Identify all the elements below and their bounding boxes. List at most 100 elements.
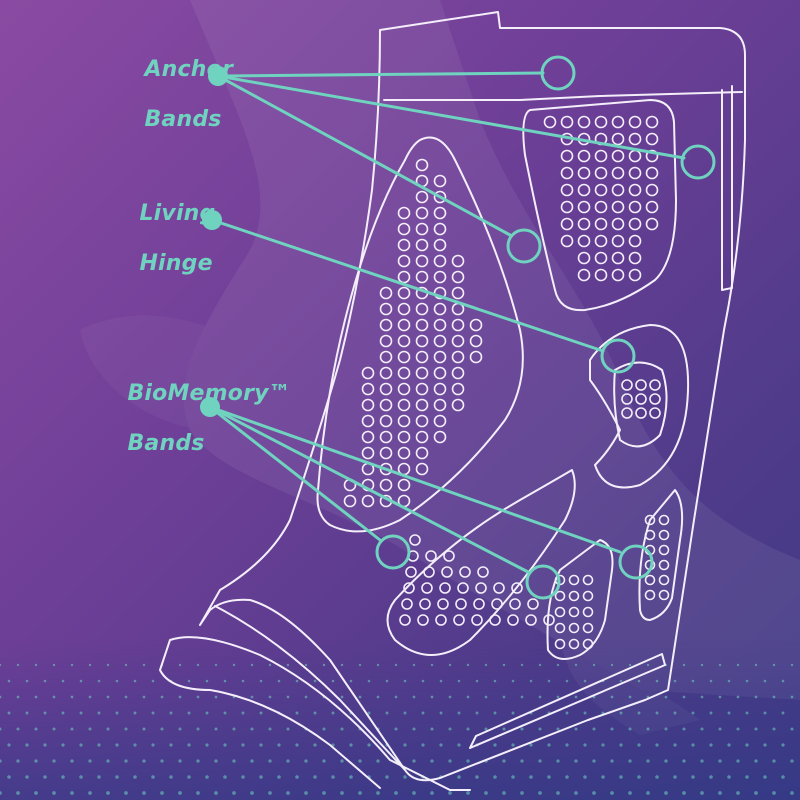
floor-dot [754,727,758,731]
floor-dot [781,743,785,747]
floor-dot [538,695,542,699]
floor-gradient [0,640,800,800]
floor-dot [763,711,767,715]
upper-cuff-line [383,91,743,101]
perforation-hole [473,598,485,610]
floor-dot [304,695,308,699]
perforation-hole [415,270,429,284]
perforation-hole [397,286,411,300]
floor-dot [340,727,344,731]
floor-dot [25,711,29,715]
floor-dot [754,695,758,699]
floor-dot [529,775,533,779]
floor-dot [592,791,596,795]
floor-dot [403,743,407,747]
floor-dot [745,711,749,715]
floor-dot [61,711,65,715]
perforation-hole [451,398,465,412]
perforation-hole [433,222,447,236]
floor-dot [610,727,614,731]
perforation-hole [397,222,411,236]
floor-dot [196,663,200,667]
perforation-hole [628,132,642,146]
floor-dot [142,791,146,795]
perforation-hole [451,286,465,300]
floor-dot [385,679,389,683]
floor-dot [772,727,776,731]
perforation-hole [397,382,411,396]
perforation-hole [611,217,625,231]
anchor-bands-label: Anchor Bands [113,32,233,157]
floor-dot [556,759,560,763]
floor-dot [556,663,560,667]
perforation-hole [611,149,625,163]
floor-dot [691,679,695,683]
floor-dot [286,695,290,699]
floor-dot [412,695,416,699]
perforation-hole [433,174,447,188]
floor-dot [286,791,290,795]
perforation-hole [433,318,447,332]
floor-dot [727,743,731,747]
floor-dot [484,791,488,795]
floor-dot [781,775,785,779]
floor-dot [430,759,434,763]
floor-dot [790,791,794,795]
perforation-hole [415,190,429,204]
floor-dot [61,679,65,683]
hinge-label-line1: Living [139,201,216,226]
floor-dot [682,663,686,667]
floor-dot [493,743,497,747]
floor-dot [412,663,416,667]
perforation-hole [415,366,429,380]
perforation-hole [415,238,429,252]
perforation-hole [423,566,435,578]
floor-dot [412,759,416,763]
floor-dot [133,679,137,683]
floor-dot [367,711,371,715]
floor-dot [556,727,560,731]
floor-dot [43,711,47,715]
floor-dot [142,727,146,731]
perforation-hole [658,574,670,586]
floor-dot [538,759,542,763]
callout-line [216,74,512,237]
floor-dot [196,759,200,763]
floor-dot [97,679,101,683]
perforation-hole [397,398,411,412]
floor-dot [115,775,119,779]
perforation-hole [628,183,642,197]
perforation-hole [554,606,566,618]
floor-dot [790,759,794,763]
floor-dot [502,663,506,667]
perforation-hole [451,254,465,268]
floor-dot [736,663,740,667]
floor-dot [286,663,290,667]
floor-dot [763,775,767,779]
floor-dot [178,759,182,763]
floor-dot [0,791,2,795]
floor-dot [574,759,578,763]
floor-dot [718,759,722,763]
floor-dot [259,711,263,715]
perforation-hole [437,598,449,610]
perforation-hole [433,398,447,412]
floor-dot [142,663,146,667]
perforation-hole [594,115,608,129]
perforation-hole [455,598,467,610]
floor-dot [466,727,470,731]
perforation-hole [415,302,429,316]
floor-dot [574,663,578,667]
floor-dot [52,791,56,795]
floor-dot [511,679,515,683]
floor-dot [223,743,227,747]
floor-dot [250,759,254,763]
perforation-hole [433,254,447,268]
sole-edge [214,605,406,771]
floor-dot [358,663,362,667]
perforation-hole [560,115,574,129]
callout-line [208,405,382,542]
callout-line [216,71,545,78]
floor-dot [205,711,209,715]
floor-dot [511,743,515,747]
